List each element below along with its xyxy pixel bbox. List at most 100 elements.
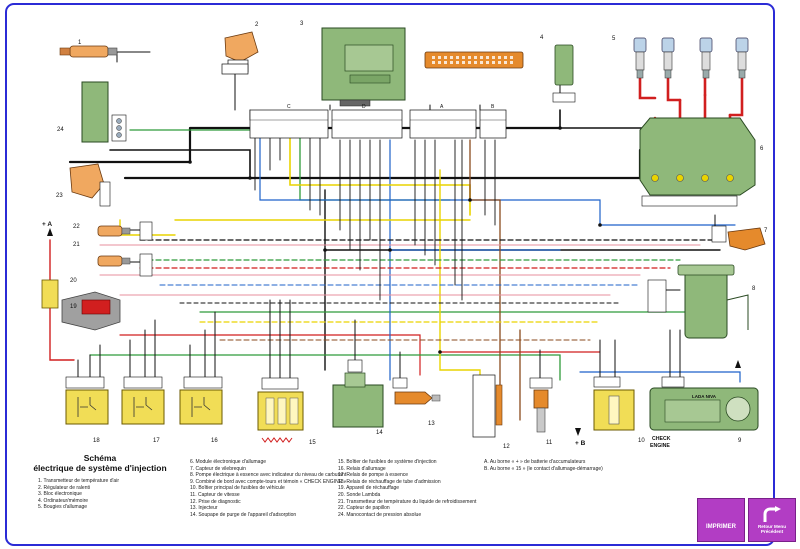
component-number-18: 18 <box>93 438 100 444</box>
fuel-pump <box>647 264 749 339</box>
connector-label-c: C <box>287 104 291 110</box>
connector-label-b: B <box>491 104 495 110</box>
legend-item: 22. Capteur de papillon <box>338 505 390 512</box>
title-line-2: électrique de système d'injection <box>33 463 167 473</box>
throttle-sensor <box>97 221 153 277</box>
supply-terminal-labels: + A + B <box>42 221 586 447</box>
spark-plugs <box>633 37 749 79</box>
return-arrow-icon <box>763 505 781 522</box>
air-temperature-sensor <box>59 45 118 58</box>
main-fuse-box <box>593 376 635 431</box>
connector-blocks <box>221 63 507 139</box>
connector-letter-labels: C D A B <box>287 104 495 110</box>
component-number-20: 20 <box>70 278 77 284</box>
check-engine-label: CHECK ENGINE <box>650 436 671 449</box>
legend-item: 21. Transmetteur de température du liqui… <box>338 498 477 505</box>
back-to-menu-button[interactable]: Retour Menu Précédent <box>748 498 796 542</box>
diagnostic-connector <box>472 374 503 438</box>
title-line-1: Schéma <box>83 453 117 463</box>
cluster-brand-label: LADA NIVA <box>692 394 717 399</box>
component-number-1: 1 <box>78 40 82 46</box>
throttle-position-sensor <box>69 163 111 207</box>
legend-item: 10. Boîtier principal de fusibles de véh… <box>190 485 285 492</box>
component-number-labels: 1 2 3 4 5 6 7 8 9 10 11 12 13 14 15 16 1… <box>56 21 768 450</box>
component-number-23: 23 <box>56 193 63 199</box>
component-number-9: 9 <box>738 438 742 444</box>
fuel-injector <box>392 377 441 405</box>
component-number-7: 7 <box>764 228 768 234</box>
intake-heater <box>61 291 121 331</box>
diagram-title: Schéma électrique de système d'injection <box>15 453 185 473</box>
legend-item: 13. Injecteur <box>190 505 218 512</box>
legend-item: 11. Capteur de vitesse <box>190 491 240 498</box>
component-number-10: 10 <box>638 438 645 444</box>
component-number-3: 3 <box>300 21 304 27</box>
component-number-5: 5 <box>612 36 616 42</box>
relay-17 <box>121 376 165 425</box>
legend-item: 1. Transmetteur de température d'air <box>38 478 119 484</box>
legend-item: 3. Bloc électronique <box>38 491 82 498</box>
memory-module <box>552 44 576 103</box>
legend-item: 19. Appareil de réchauffage <box>338 485 400 492</box>
plus-a-label: + A <box>42 221 52 228</box>
component-number-16: 16 <box>211 438 218 444</box>
crankshaft-sensor <box>711 225 766 251</box>
instrument-cluster <box>649 376 759 431</box>
legend-item: 15. Boîtier de fusibles de système d'inj… <box>338 459 437 465</box>
purge-valve <box>332 359 384 428</box>
pressure-switch <box>81 81 127 143</box>
component-number-19: 19 <box>70 304 77 310</box>
wire-harness <box>49 51 744 421</box>
legend-item: 9. Combiné de bord avec compte-tours et … <box>190 478 347 485</box>
legend-column-4: A. Au borne « + » de batterie d'accumula… <box>484 459 603 472</box>
legend-column-2: 6. Module électronique d'allumage 7. Cap… <box>190 459 346 518</box>
legend-item: 16. Relais d'allumage <box>338 465 386 472</box>
ecu-connector <box>424 51 524 69</box>
component-number-12: 12 <box>503 444 510 450</box>
legend-item: 20. Sonde Lambda <box>338 491 381 498</box>
component-number-4: 4 <box>540 35 544 41</box>
back-button-line-2: Précédent <box>760 529 784 534</box>
print-button[interactable]: IMPRIMER <box>697 498 745 542</box>
check-engine-line1: CHECK <box>652 436 671 442</box>
speed-sensor <box>529 377 553 433</box>
component-number-13: 13 <box>428 421 435 427</box>
legend-item: 17. Relais de pompe à essence <box>338 472 409 479</box>
component-number-14: 14 <box>376 430 383 436</box>
page-border <box>5 3 775 546</box>
legend-item: 18. Relais de réchauffage de tube d'admi… <box>338 478 441 485</box>
legend-item: 14. Soupape de purge de l'appareil d'ads… <box>190 511 297 518</box>
legend-item: A. Au borne « + » de batterie d'accumula… <box>484 459 586 465</box>
junction-dots <box>188 126 602 354</box>
component-number-22: 22 <box>73 224 80 230</box>
legend-item: 24. Manocontact de pression absolue <box>338 511 422 518</box>
component-number-17: 17 <box>153 438 160 444</box>
injection-fuse-box <box>257 377 304 443</box>
ignition-module <box>639 117 756 207</box>
legend-item: 8. Pompe électrique à essence avec indic… <box>190 472 347 479</box>
legend-item: 5. Bougies d'allumage <box>38 504 88 511</box>
print-button-label: IMPRIMER <box>706 524 736 530</box>
component-number-15: 15 <box>309 440 316 446</box>
component-number-6: 6 <box>760 146 764 152</box>
plus-b-label: + B <box>575 440 586 447</box>
legend-item: 12. Prise de diagnostic <box>190 498 241 505</box>
legend-item: 6. Module électronique d'allumage <box>190 459 267 465</box>
relay-18 <box>65 376 109 425</box>
legend-column-3: 15. Boîtier de fusibles de système d'inj… <box>338 459 476 518</box>
relay-16 <box>179 376 223 425</box>
legend-column-1: 1. Transmetteur de température d'air 2. … <box>38 478 119 511</box>
connector-label-a: A <box>440 104 444 110</box>
component-number-21: 21 <box>73 242 80 248</box>
coolant-temperature-sensor <box>97 255 131 267</box>
lambda-fuse <box>41 279 59 309</box>
component-number-8: 8 <box>752 286 756 292</box>
component-number-11: 11 <box>546 440 553 446</box>
back-button-line-1: Retour Menu <box>757 523 787 529</box>
legend-item: 7. Capteur de vilebrequin <box>190 465 246 472</box>
legend-item: B. Au borne « 15 » (le contact d'allumag… <box>484 465 603 472</box>
terminal-arrows <box>47 228 741 436</box>
component-number-2: 2 <box>255 22 259 28</box>
component-number-24: 24 <box>57 127 64 133</box>
